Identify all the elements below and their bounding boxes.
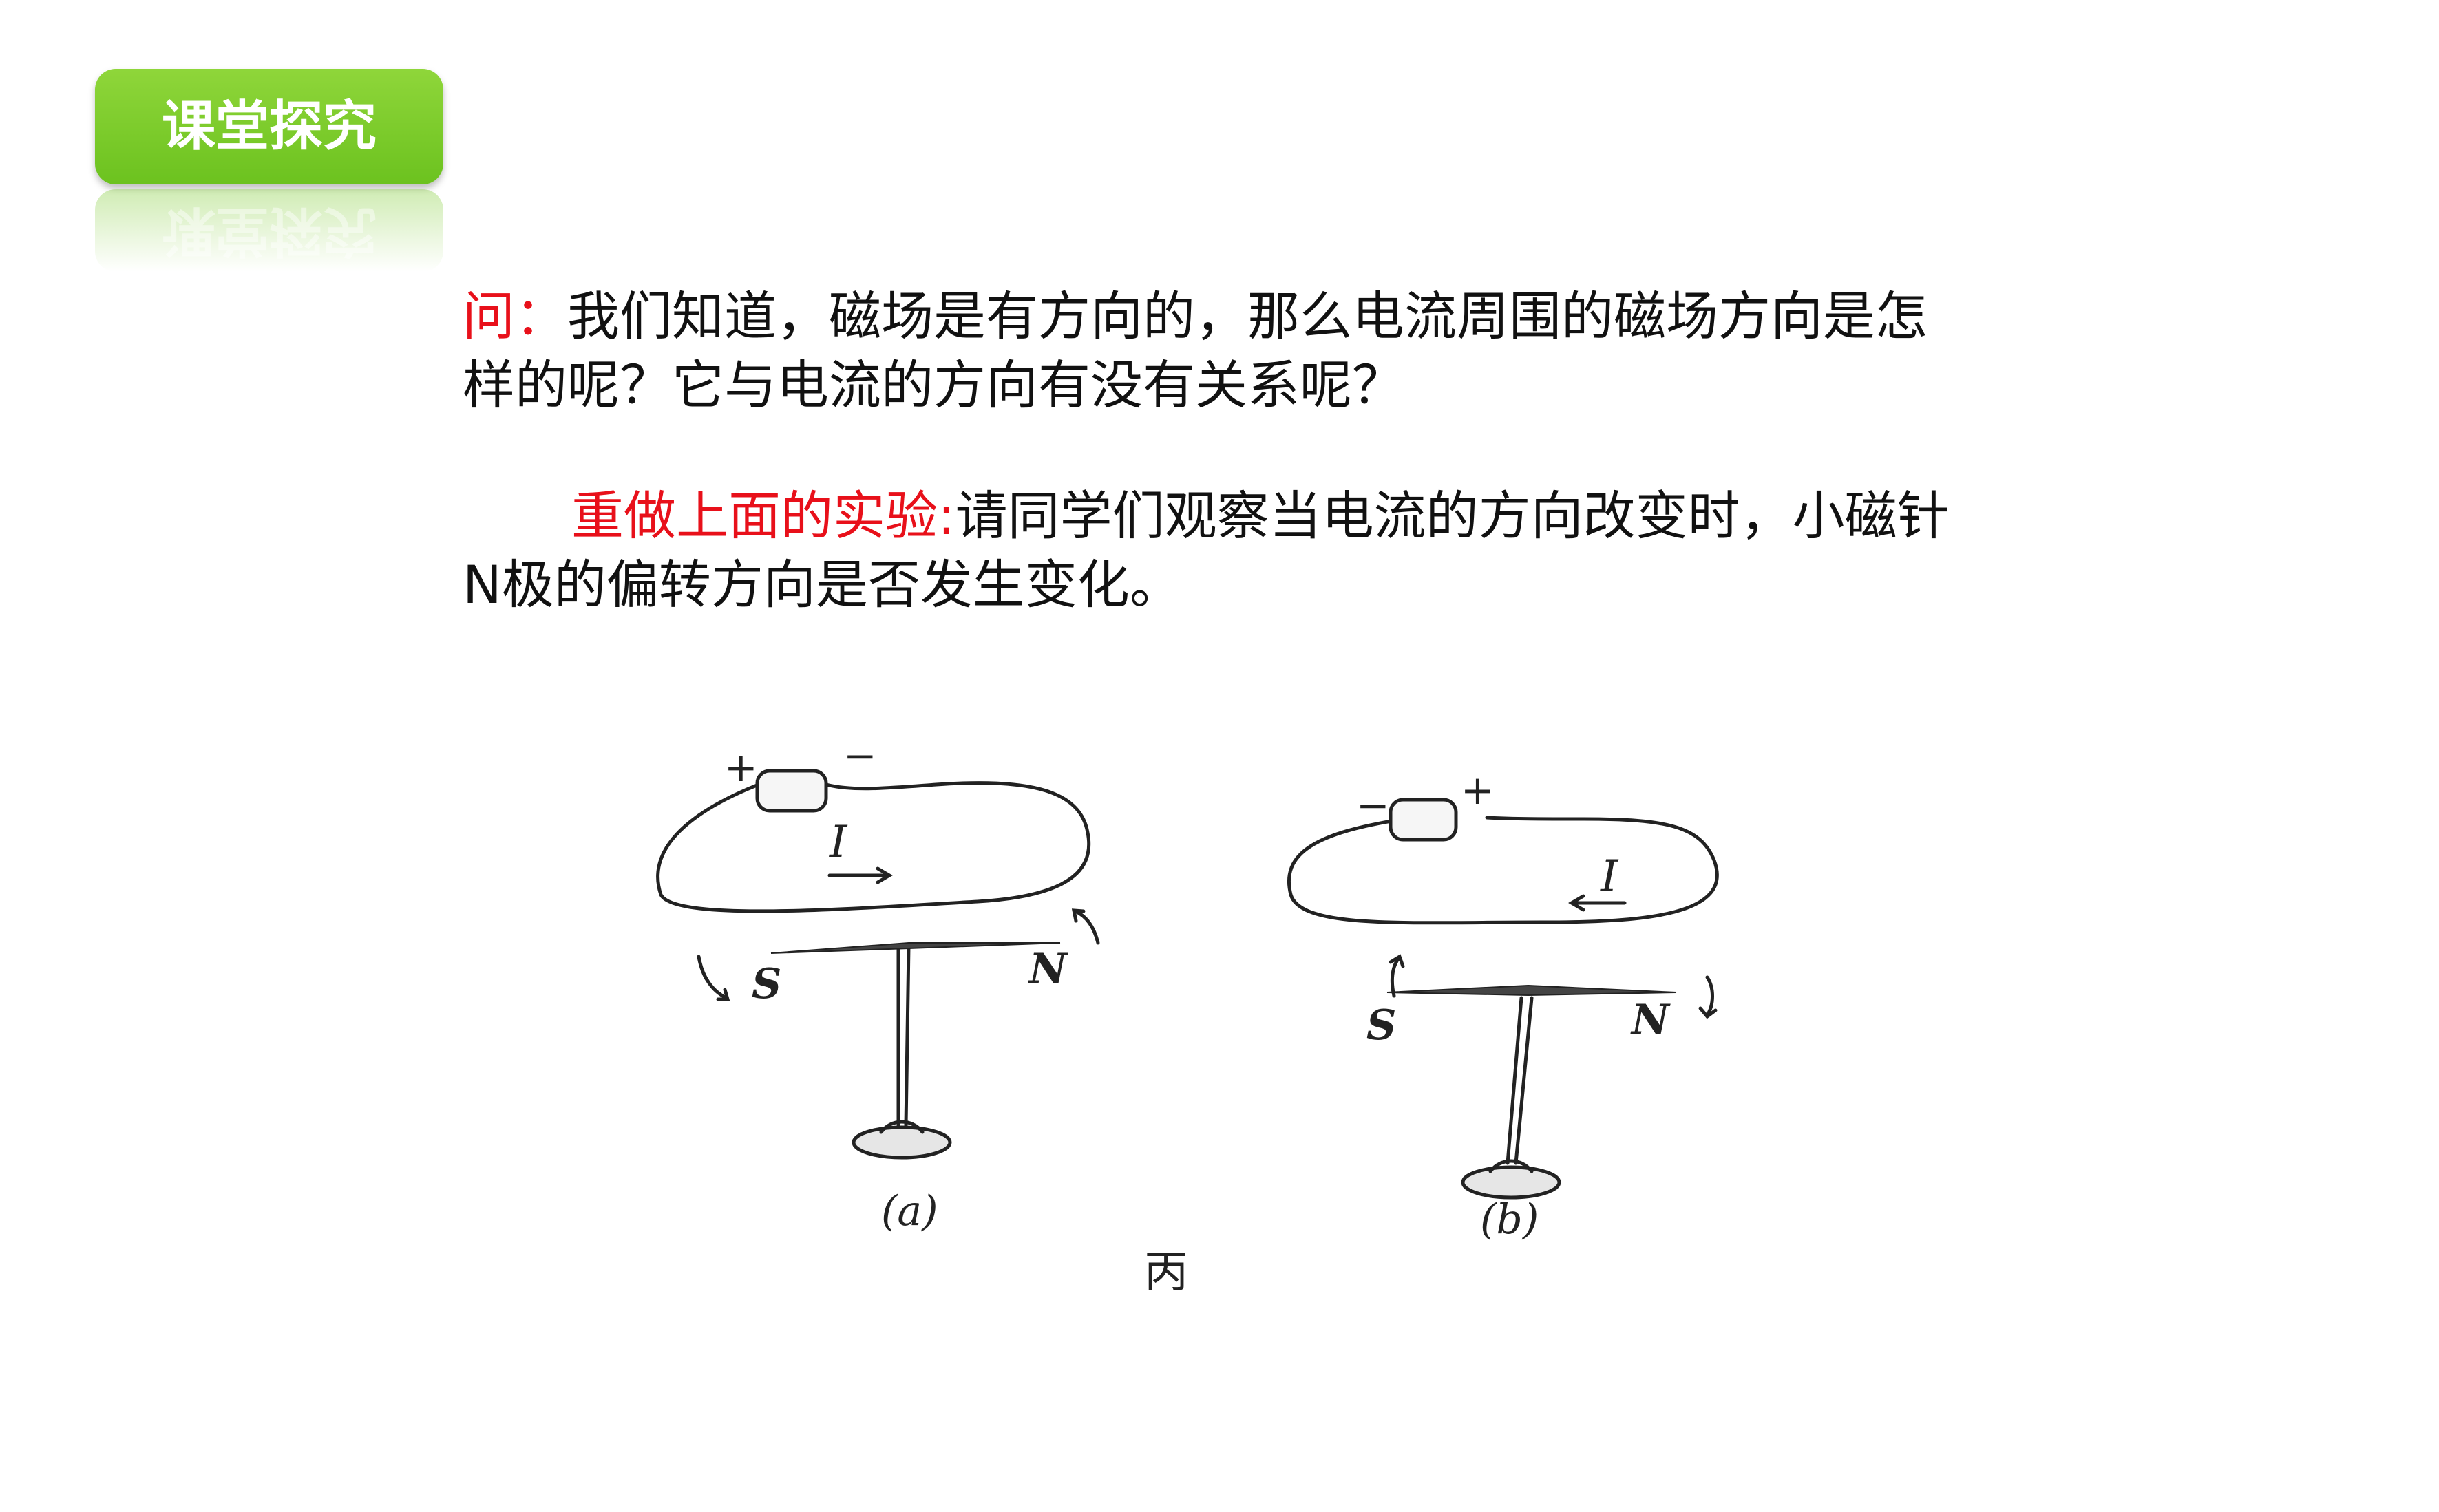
question-line1: 我们知道，磁场是有方向的，那么电流周围的磁场方向是怎: [567, 286, 1928, 347]
wire-loop-b: [1287, 816, 1719, 925]
battery-b: [1389, 798, 1458, 842]
south-label-a: S: [752, 960, 781, 1008]
minus-label-a: −: [843, 732, 877, 779]
deflect-arrow-right-b: [1705, 975, 1714, 1017]
current-label-a: I: [829, 817, 848, 868]
question-paragraph: 问：我们知道，磁场是有方向的，那么电流周围的磁场方向是怎 样的呢？它与电流的方向…: [463, 282, 2046, 420]
wire-loop-a: [656, 769, 1091, 913]
badge-reflection-label: 课堂探究: [161, 200, 377, 262]
question-line2: 样的呢？它与电流的方向有没有关系呢？: [463, 354, 1404, 416]
deflect-arrow-left-a: [697, 955, 728, 1000]
battery-a: [755, 769, 828, 813]
minus-label-b: −: [1356, 782, 1390, 829]
badge-label: 课堂探究: [161, 96, 377, 158]
current-label-b: I: [1600, 851, 1619, 902]
plus-label-a: +: [724, 744, 758, 791]
stand-base-a: [852, 1125, 952, 1160]
north-label-b: N: [1630, 996, 1671, 1044]
question-prefix: 问：: [463, 286, 567, 347]
redo-line1: 请同学们观察当电流的方向改变时，小磁针: [955, 485, 1950, 546]
experiment-figure: + − I S N (a) − + I S N (b) 丙: [647, 716, 1749, 1321]
deflect-arrow-left-b: [1390, 956, 1401, 998]
south-label-b: S: [1366, 1001, 1396, 1050]
support-rod-b: [1506, 996, 1523, 1165]
deflect-arrow-right-a: [1073, 909, 1100, 945]
caption-b: (b): [1480, 1195, 1539, 1244]
caption-a: (a): [881, 1187, 938, 1235]
redo-prefix: 重做上面的实验:: [571, 485, 955, 546]
stand-base-b: [1461, 1165, 1561, 1200]
figure-title: 丙: [1144, 1247, 1188, 1298]
experiment-diagram: + − I S N (a) − + I S N (b) 丙: [656, 732, 1719, 1298]
compass-needle-a: [770, 942, 1061, 954]
plus-label-b: +: [1461, 767, 1495, 813]
compass-needle-b: [1386, 984, 1677, 997]
section-badge: 课堂探究: [95, 69, 443, 184]
badge-reflection: 课堂探究: [95, 189, 443, 272]
redo-paragraph: 重做上面的实验:请同学们观察当电流的方向改变时，小磁针 N极的偏转方向是否发生变…: [463, 482, 2046, 619]
north-label-a: N: [1028, 945, 1068, 993]
redo-line2: N极的偏转方向是否发生变化。: [463, 554, 1182, 615]
